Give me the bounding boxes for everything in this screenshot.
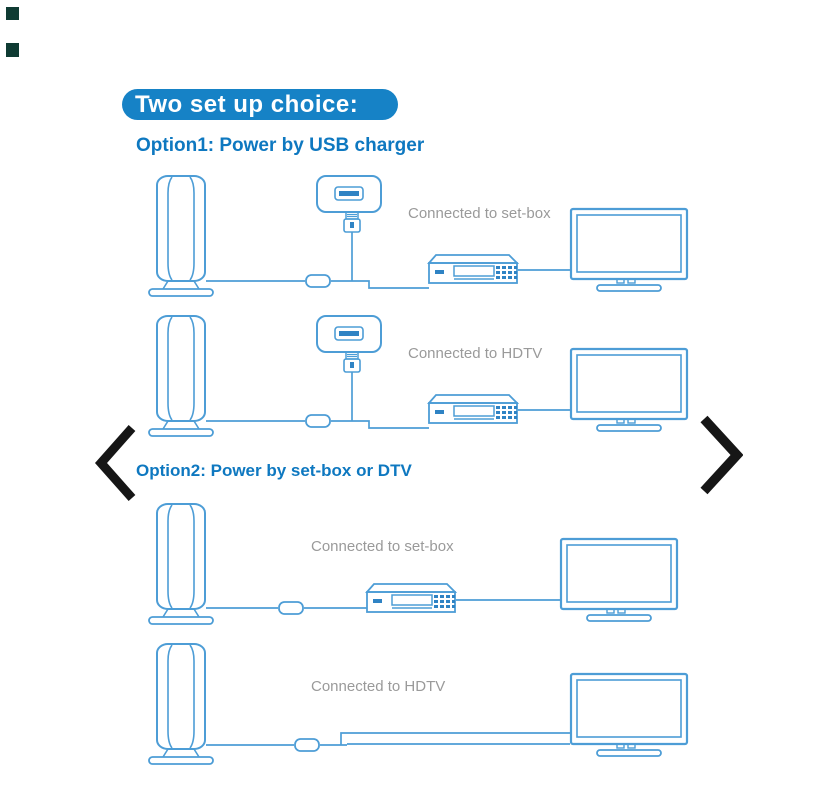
amplifier-illustration: [305, 414, 331, 428]
usb-plug-illustration: [343, 351, 361, 373]
antenna-illustration: [148, 315, 214, 437]
set-top-box-illustration: [366, 583, 456, 613]
usb-charger-illustration: [316, 315, 382, 353]
corner-swatch-icon: [6, 7, 19, 20]
antenna-illustration: [148, 643, 214, 765]
diagram-option2-setbox: [148, 503, 679, 625]
carousel-next-button[interactable]: [697, 413, 744, 495]
usb-plug-illustration: [343, 211, 361, 233]
diagram-label-hdtv-1: Connected to HDTV: [408, 345, 543, 362]
setup-choice-badge: Two set up choice:: [122, 89, 398, 120]
carousel-prev-button[interactable]: [94, 424, 138, 502]
diagram-label-setbox-1: Connected to set-box: [408, 205, 551, 222]
diagram-option2-hdtv: [148, 643, 689, 765]
chevron-right-icon: [700, 415, 744, 495]
antenna-illustration: [148, 503, 214, 625]
amplifier-illustration: [278, 601, 304, 615]
diagram-label-setbox-2: Connected to set-box: [311, 538, 454, 555]
cable-line: [206, 599, 561, 609]
cable-line: [206, 372, 571, 429]
tv-illustration: [559, 537, 679, 623]
chevron-left-icon: [94, 425, 136, 501]
tv-illustration: [569, 347, 689, 433]
set-top-box-illustration: [428, 254, 518, 284]
cable-line: [206, 732, 570, 746]
set-top-box-illustration: [428, 394, 518, 424]
tv-illustration: [569, 207, 689, 293]
amplifier-illustration: [305, 274, 331, 288]
option1-heading: Option1: Power by USB charger: [136, 135, 425, 156]
cable-line: [206, 232, 571, 289]
badge-label: Two set up choice:: [135, 91, 359, 118]
tv-illustration: [569, 672, 689, 758]
amplifier-illustration: [294, 738, 320, 752]
diagram-option1-hdtv: [148, 315, 689, 437]
option2-heading: Option2: Power by set-box or DTV: [136, 461, 412, 480]
corner-swatch-icon: [6, 43, 19, 57]
usb-charger-illustration: [316, 175, 382, 213]
diagram-label-hdtv-2: Connected to HDTV: [311, 678, 446, 695]
antenna-illustration: [148, 175, 214, 297]
diagram-option1-setbox: [148, 175, 689, 297]
